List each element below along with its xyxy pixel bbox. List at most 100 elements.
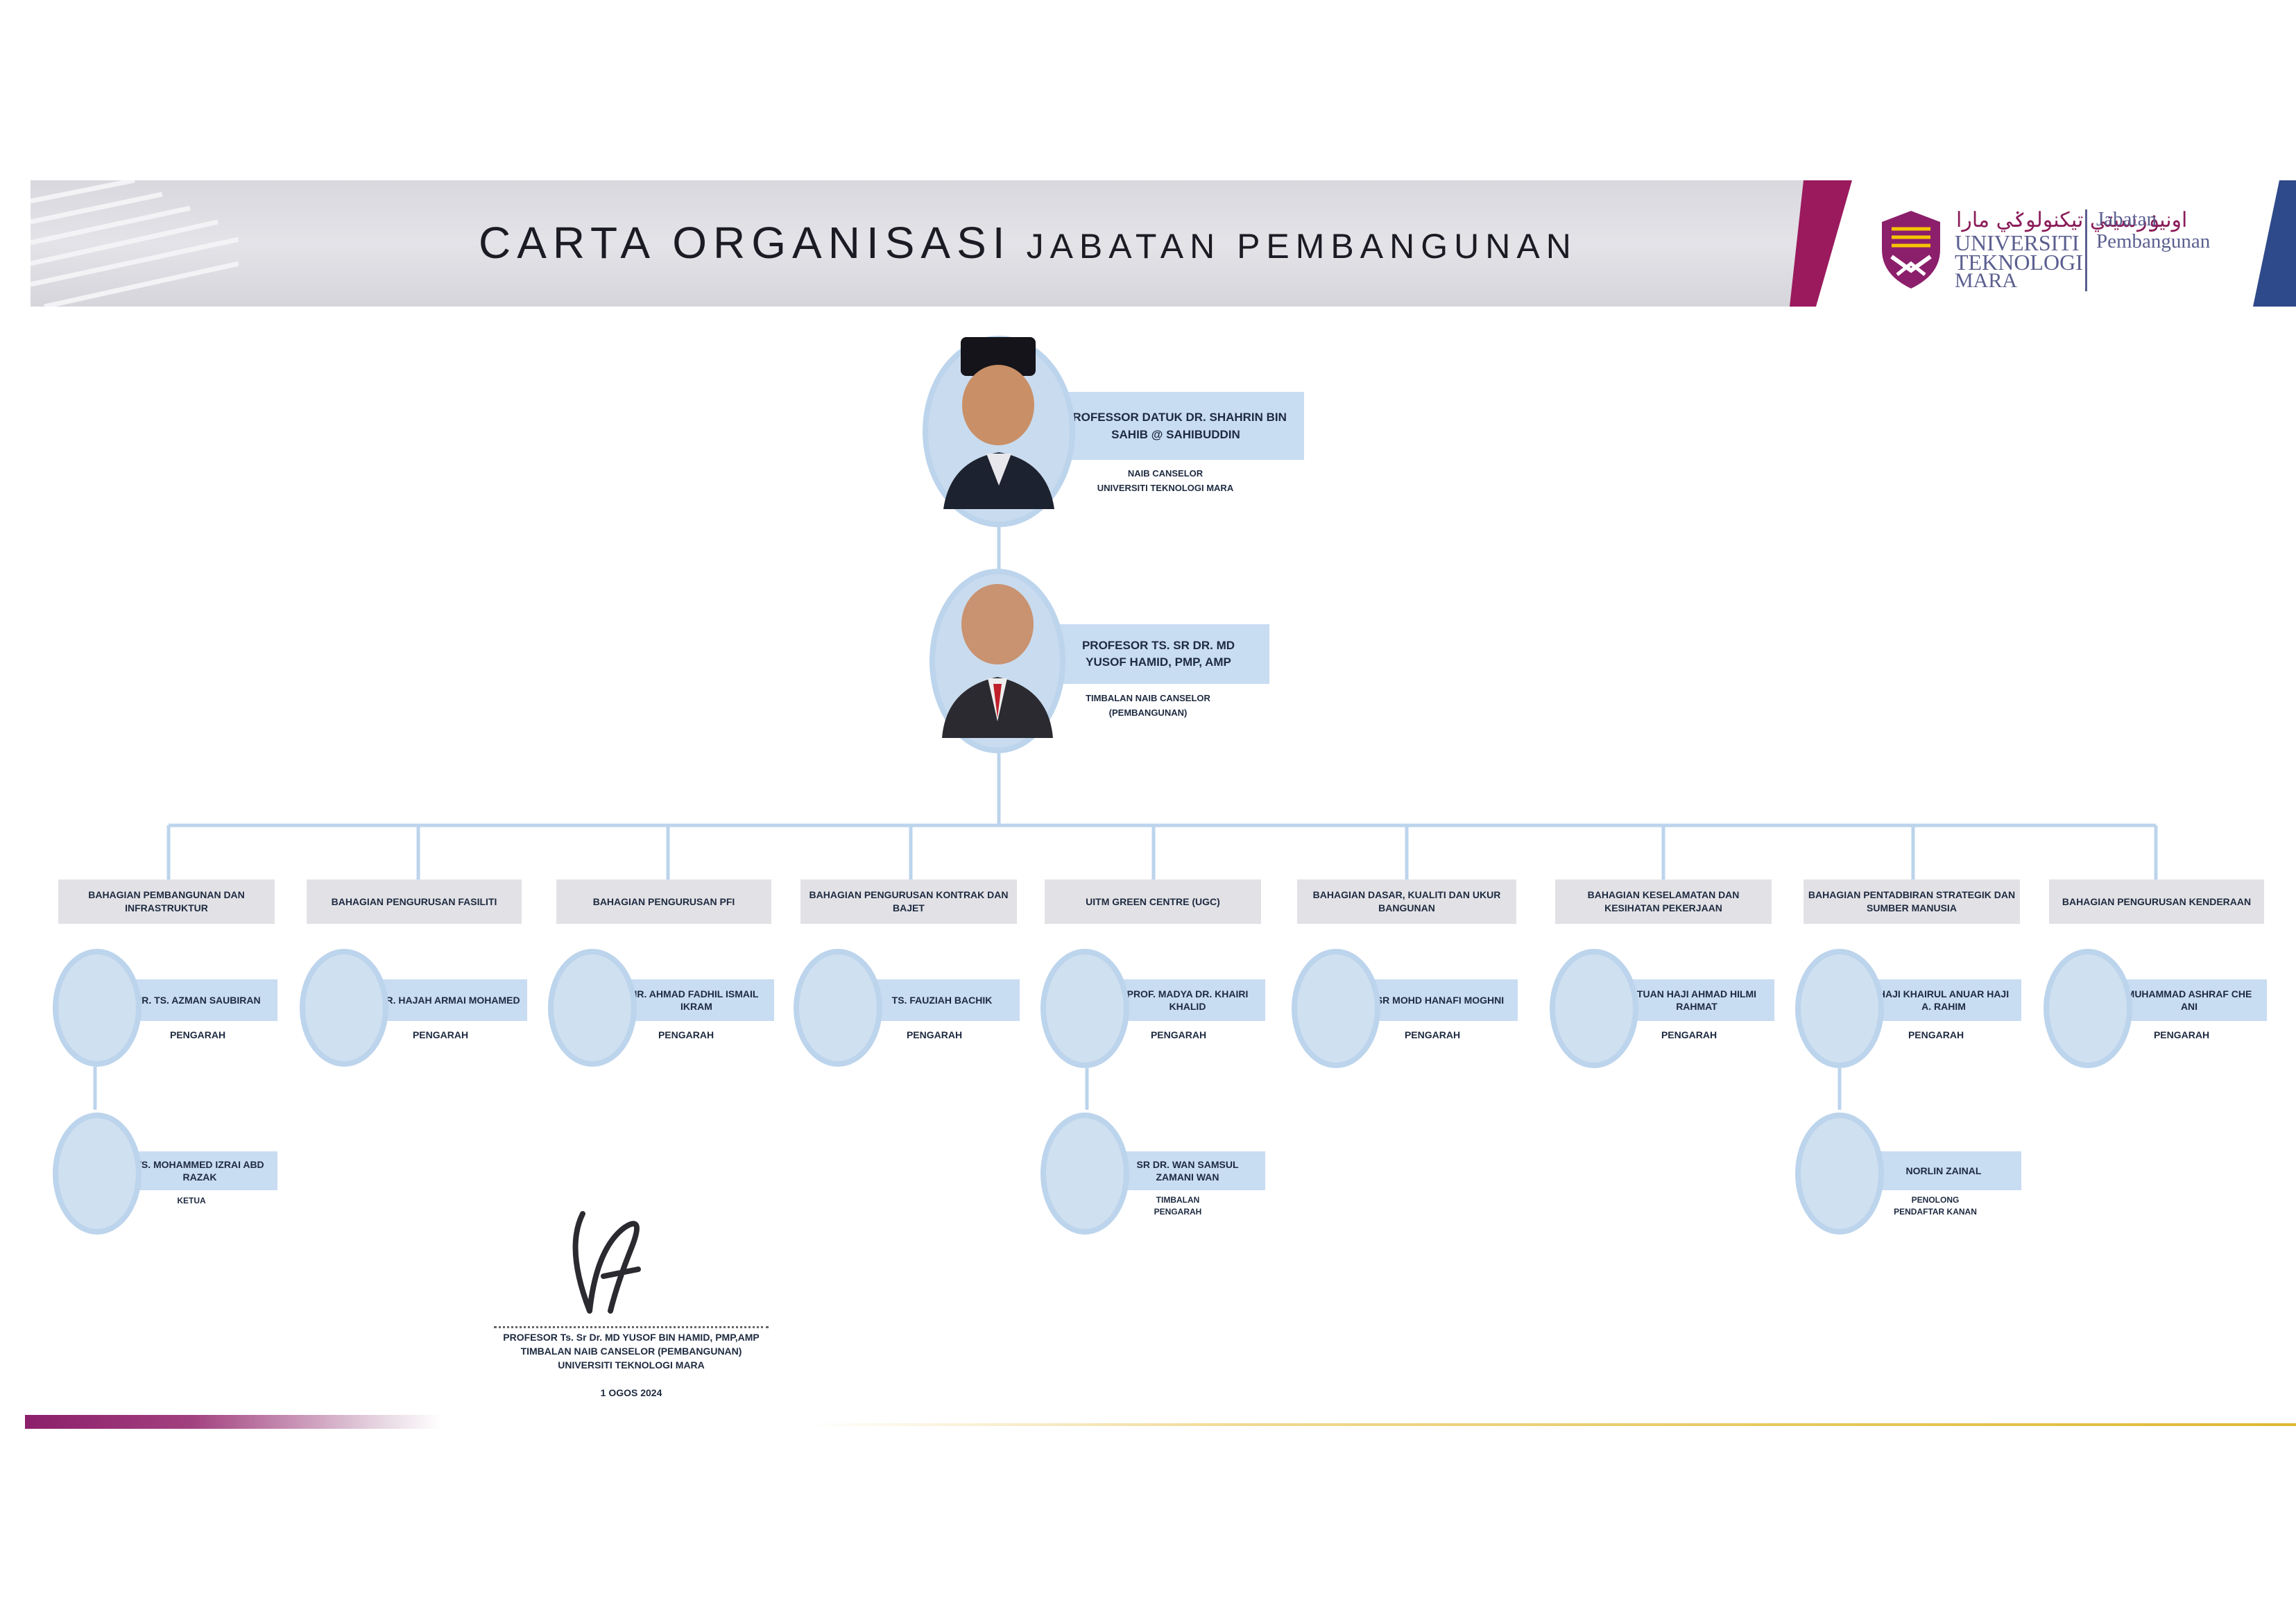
header-banner	[31, 180, 1806, 307]
head-avatar	[1040, 949, 1129, 1068]
sub-name-box: SR DR. WAN SAMSUL ZAMANI WAN	[1110, 1151, 1265, 1190]
head-role: PENGARAH	[1908, 1029, 1964, 1040]
node-dvc-portrait-icon	[942, 584, 1053, 738]
head-name-box: MUHAMMAD ASHRAF CHE ANI	[2111, 979, 2267, 1021]
node-dvc-role-line2: (PEMBANGUNAN)	[1108, 707, 1188, 718]
signature-date: 1 OGOS 2024	[600, 1387, 662, 1398]
head-role: PENGARAH	[2153, 1029, 2210, 1040]
sub-role: PENOLONG PENDAFTAR KANAN	[1894, 1195, 1977, 1217]
head-avatar	[548, 949, 637, 1067]
head-avatar	[794, 949, 882, 1067]
logo-jawi-text: اونيۏرسيتي تيکنولوݢي مارا	[1956, 208, 2188, 232]
node-vc-role-line2: UNIVERSITI TEKNOLOGI MARA	[1097, 483, 1234, 493]
sub-name: TS. MOHAMMED IZRAI ABD RAZAK	[135, 1159, 264, 1183]
header-accent-navy	[2253, 180, 2296, 307]
head-name: DR. HAJAH ARMAI MOHAMED	[379, 995, 520, 1006]
head-role: PENGARAH	[906, 1029, 963, 1040]
division-title: BAHAGIAN PENGURUSAN KONTRAK DAN BAJET	[809, 889, 1009, 913]
node-vc-role: NAIB CANSELOR UNIVERSITI TEKNOLOGI MARA	[1068, 466, 1262, 495]
sub-name: SR DR. WAN SAMSUL ZAMANI WAN	[1136, 1159, 1239, 1183]
head-avatar	[1795, 949, 1884, 1068]
head-avatar	[2044, 949, 2132, 1068]
division-title: BAHAGIAN PENGURUSAN FASILITI	[331, 895, 497, 907]
node-vc-name: PROFESSOR DATUK DR. SHAHRIN BIN SAHIB @ …	[1065, 411, 1287, 441]
division-title: UITM GREEN CENTRE (UGC)	[1086, 895, 1220, 907]
head-name: PROF. MADYA DR. KHAIRI KHALID	[1126, 988, 1249, 1012]
division-box: BAHAGIAN PENGURUSAN KENDERAAN	[2049, 879, 2264, 924]
division-box: BAHAGIAN PEMBANGUNAN DAN INFRASTRUKTUR	[58, 879, 275, 924]
head-name-box: PROF. MADYA DR. KHAIRI KHALID	[1110, 979, 1265, 1021]
head-role: PENGARAH	[658, 1029, 714, 1040]
signature-line2: TIMBALAN NAIB CANSELOR (PEMBANGUNAN)	[520, 1346, 742, 1357]
division-title: BAHAGIAN PEMBANGUNAN DAN INFRASTRUKTUR	[88, 889, 245, 913]
node-dvc-name-box: PROFESOR TS. SR DR. MD YUSOF HAMID, PMP,…	[1047, 624, 1269, 684]
head-name: SR MOHD HANAFI MOGHNI	[1376, 995, 1505, 1006]
head-name: IR. TS. AZMAN SAUBIRAN	[139, 995, 261, 1006]
node-vc-portrait-icon	[943, 337, 1054, 509]
division-title: BAHAGIAN DASAR, KUALITI DAN UKUR BANGUNA…	[1312, 889, 1501, 913]
logo-line-universiti: UNIVERSITI	[1955, 230, 2080, 255]
head-avatar	[300, 949, 388, 1067]
node-dvc-name: PROFESOR TS. SR DR. MD YUSOF HAMID, PMP,…	[1081, 639, 1235, 669]
head-name-box: TUAN HAJI AHMAD HILMI RAHMAT	[1619, 979, 1774, 1021]
head-role: PENGARAH	[412, 1029, 469, 1040]
signature-line3: UNIVERSITI TEKNOLOGI MARA	[558, 1359, 705, 1371]
head-name-box: DR. HAJAH ARMAI MOHAMED	[372, 979, 527, 1021]
logo-divider	[2085, 209, 2087, 291]
logo-line-mara: MARA	[1955, 269, 2018, 292]
division-box: UITM GREEN CENTRE (UGC)	[1045, 879, 1261, 924]
division-title: BAHAGIAN PENGURUSAN PFI	[592, 895, 735, 907]
signature-line	[494, 1326, 769, 1328]
sub-avatar	[1040, 1113, 1129, 1235]
node-dvc-role: TIMBALAN NAIB CANSELOR (PEMBANGUNAN)	[1061, 691, 1235, 720]
title-main: CARTA ORGANISASI	[479, 218, 1011, 268]
head-name: IR. AHMAD FADHIL ISMAIL IKRAM	[634, 988, 759, 1012]
division-box: BAHAGIAN PENGURUSAN PFI	[556, 879, 771, 924]
division-box: BAHAGIAN PENTADBIRAN STRATEGIK DAN SUMBE…	[1804, 879, 2020, 924]
sub-name-box: TS. MOHAMMED IZRAI ABD RAZAK	[122, 1151, 277, 1190]
head-name-box: IR. TS. AZMAN SAUBIRAN	[122, 979, 277, 1021]
division-box: BAHAGIAN PENGURUSAN KONTRAK DAN BAJET	[800, 879, 1017, 924]
footer-bar-maroon	[25, 1415, 441, 1429]
signature-line1: PROFESOR Ts. Sr Dr. MD YUSOF BIN HAMID, …	[503, 1332, 760, 1343]
head-role: PENGARAH	[1661, 1029, 1717, 1040]
footer-bar-gold	[805, 1423, 2296, 1426]
header-accent-maroon	[1790, 180, 1852, 307]
uitm-crest-icon	[1882, 211, 1940, 289]
head-name-box: TS. FAUZIAH BACHIK	[864, 979, 1020, 1021]
sub-role: KETUA	[177, 1196, 206, 1205]
head-avatar	[1292, 949, 1380, 1068]
sub-role: TIMBALAN PENGARAH	[1154, 1195, 1202, 1217]
head-name: MUHAMMAD ASHRAF CHE ANI	[2126, 988, 2252, 1012]
division-title: BAHAGIAN PENTADBIRAN STRATEGIK DAN SUMBE…	[1808, 889, 2016, 913]
head-name: HAJI KHAIRUL ANUAR HAJI A. RAHIM	[1878, 988, 2010, 1012]
node-vc-name-box: PROFESSOR DATUK DR. SHAHRIN BIN SAHIB @ …	[1047, 392, 1304, 460]
sub-avatar	[1795, 1113, 1884, 1235]
logo-dept-line1: Jabatan	[2096, 208, 2157, 230]
head-name-box: SR MOHD HANAFI MOGHNI	[1362, 979, 1518, 1021]
division-box: BAHAGIAN KESELAMATAN DAN KESIHATAN PEKER…	[1555, 879, 1772, 924]
head-avatar	[53, 949, 142, 1067]
head-name-box: IR. AHMAD FADHIL ISMAIL IKRAM	[619, 979, 774, 1021]
head-name: TS. FAUZIAH BACHIK	[891, 995, 993, 1006]
division-box: BAHAGIAN PENGURUSAN FASILITI	[307, 879, 522, 924]
head-name-box: HAJI KHAIRUL ANUAR HAJI A. RAHIM	[1866, 979, 2021, 1021]
logo-line-teknologi: TEKNOLOGI	[1955, 250, 2083, 275]
node-vc-role-line1: NAIB CANSELOR	[1127, 468, 1203, 479]
head-role: PENGARAH	[169, 1029, 226, 1040]
head-avatar	[1550, 949, 1638, 1068]
signature-mark	[572, 1211, 641, 1314]
head-name: TUAN HAJI AHMAD HILMI RAHMAT	[1636, 988, 1757, 1012]
sub-avatar	[53, 1113, 142, 1235]
sub-name-box: NORLIN ZAINAL	[1866, 1151, 2021, 1190]
head-role: PENGARAH	[1150, 1029, 1207, 1040]
division-title: BAHAGIAN PENGURUSAN KENDERAAN	[2062, 895, 2252, 907]
division-title: BAHAGIAN KESELAMATAN DAN KESIHATAN PEKER…	[1587, 889, 1740, 913]
header-stripe-decoration	[31, 180, 239, 307]
sub-name: NORLIN ZAINAL	[1905, 1165, 1982, 1176]
division-box: BAHAGIAN DASAR, KUALITI DAN UKUR BANGUNA…	[1297, 879, 1516, 924]
head-role: PENGARAH	[1404, 1029, 1461, 1040]
